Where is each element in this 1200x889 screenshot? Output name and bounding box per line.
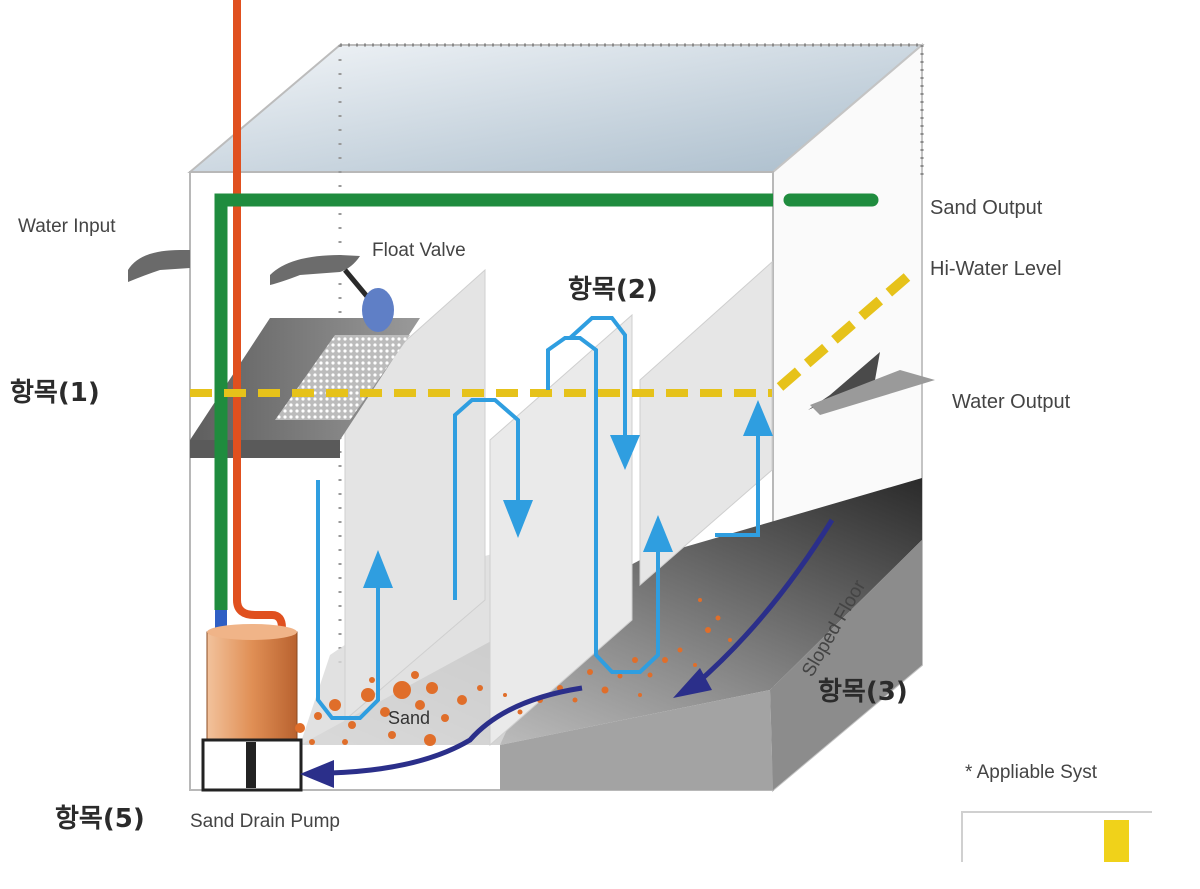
hi-water-level-diagonal <box>776 266 919 391</box>
label-water-input: Water Input <box>18 216 116 237</box>
label-sand-drain-pump: Sand Drain Pump <box>190 811 340 832</box>
legend-box-frame <box>961 811 1152 862</box>
legend-yellow-swatch <box>1104 820 1129 862</box>
water-output-spout-left <box>808 352 880 410</box>
filter-mesh <box>275 335 410 420</box>
water-output-nozzle <box>808 352 935 415</box>
water-flow-arrowheads <box>363 400 773 588</box>
float-valve-nozzle <box>270 255 360 285</box>
flow-arrow-down-1 <box>503 500 533 538</box>
label-appliable-system: * Appliable Syst <box>965 762 1098 783</box>
sand-drain-pump <box>201 624 303 792</box>
legend-box <box>961 811 1152 862</box>
sand-return-arrow-1 <box>673 668 712 698</box>
flow-arrow-up-1 <box>363 550 393 588</box>
sand-output-pipe <box>214 193 773 610</box>
flow-line-3 <box>546 336 660 674</box>
water-output-spout-right <box>810 370 935 415</box>
drain-pipe <box>233 0 286 640</box>
label-sand: Sand <box>388 708 430 728</box>
pump-shaft <box>246 742 256 788</box>
pump-top <box>207 624 297 640</box>
water-flow-path <box>316 316 760 720</box>
label-item-1: 항목(1) <box>10 378 100 408</box>
float-valve-assembly <box>190 255 420 458</box>
flow-line-4 <box>568 316 627 440</box>
label-item-5: 항목(5) <box>55 804 145 834</box>
water-input-nozzle <box>128 250 190 282</box>
float-ball <box>362 288 394 332</box>
floor-right-wedge <box>770 540 922 790</box>
flow-arrow-up-3 <box>743 400 773 436</box>
label-hi-water-level: Hi-Water Level <box>930 258 1062 280</box>
flow-line-1 <box>316 480 380 720</box>
label-water-output: Water Output <box>952 391 1071 413</box>
sand-return-arrow-2 <box>300 760 334 788</box>
sand-return-flow <box>300 518 835 788</box>
floor-front-wedge <box>500 690 773 790</box>
sand-return-path-1 <box>693 518 835 687</box>
tray-front-edge <box>190 440 340 458</box>
label-float-valve: Float Valve <box>372 240 466 261</box>
tank-front-face <box>189 171 774 791</box>
flow-arrow-up-2 <box>643 515 673 552</box>
label-item-3: 항목(3) <box>818 677 908 707</box>
flow-arrow-down-2 <box>610 435 640 470</box>
flow-line-5 <box>715 430 760 537</box>
sand-return-path-2 <box>329 685 583 776</box>
pipes <box>214 0 879 640</box>
label-item-2: 항목(2) <box>568 275 658 305</box>
baffle-plate-3 <box>639 260 773 587</box>
flow-line-2 <box>453 398 520 600</box>
float-valve-arm <box>343 268 372 302</box>
sand-particles <box>295 598 732 746</box>
label-sand-output: Sand Output <box>930 197 1043 219</box>
pump-body <box>206 631 298 741</box>
